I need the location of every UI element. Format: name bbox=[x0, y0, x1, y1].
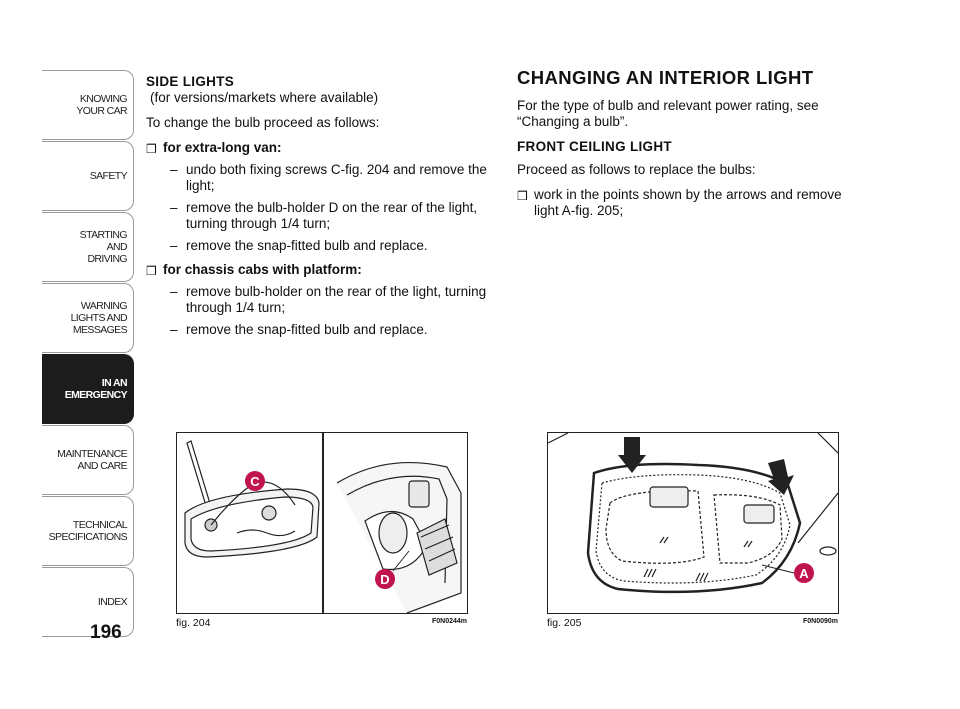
bullet-box-icon: ❒ bbox=[146, 264, 157, 278]
tab-label: TECHNICAL SPECIFICATIONS bbox=[48, 519, 128, 543]
figure-204: C D bbox=[176, 432, 468, 614]
step: –remove bulb-holder on the rear of the l… bbox=[146, 284, 506, 316]
tab-label: INDEX bbox=[97, 596, 128, 608]
step-text: remove the snap-fitted bulb and replace. bbox=[186, 238, 428, 253]
bullet-label: for extra-long van: bbox=[163, 140, 282, 155]
bullet-text: work in the points shown by the arrows a… bbox=[534, 187, 842, 218]
bullet-remove-light: ❒ work in the points shown by the arrows… bbox=[517, 187, 847, 219]
step-text: remove the snap-fitted bulb and replace. bbox=[186, 322, 428, 337]
step-text: undo both fixing screws C-fig. 204 and r… bbox=[186, 162, 487, 193]
figure-205: A bbox=[547, 432, 839, 614]
figure-204-caption: fig. 204 bbox=[176, 617, 211, 629]
tab-starting-and-driving[interactable]: STARTING AND DRIVING bbox=[42, 212, 134, 282]
bullet-box-icon: ❒ bbox=[517, 189, 528, 203]
dash-glyph: – bbox=[170, 238, 178, 253]
proceed-text: Proceed as follows to replace the bulbs: bbox=[517, 162, 756, 177]
tab-in-an-emergency[interactable]: IN AN EMERGENCY bbox=[42, 354, 134, 424]
tab-index[interactable]: INDEX bbox=[42, 567, 134, 637]
step: –remove the bulb-holder D on the rear of… bbox=[146, 200, 506, 232]
step: –remove the snap-fitted bulb and replace… bbox=[146, 238, 506, 254]
bullet-label: for chassis cabs with platform: bbox=[163, 262, 362, 277]
dash-glyph: – bbox=[170, 162, 178, 177]
bullet-extra-long-van: ❒ for extra-long van: bbox=[146, 140, 506, 156]
figure-205-caption: fig. 205 bbox=[547, 617, 582, 629]
tab-label: IN AN EMERGENCY bbox=[64, 377, 128, 401]
tab-maintenance-and-care[interactable]: MAINTENANCE AND CARE bbox=[42, 425, 134, 495]
step: –remove the snap-fitted bulb and replace… bbox=[146, 322, 506, 338]
tab-safety[interactable]: SAFETY bbox=[42, 141, 134, 211]
side-light-illustration: C D bbox=[184, 433, 462, 613]
tab-label: MAINTENANCE AND CARE bbox=[57, 448, 127, 472]
step: –undo both fixing screws C-fig. 204 and … bbox=[146, 162, 506, 194]
step-text: remove bulb-holder on the rear of the li… bbox=[186, 284, 487, 315]
label-c: C bbox=[250, 474, 260, 489]
tab-label: KNOWING YOUR CAR bbox=[76, 93, 127, 117]
figure-204-code: F0N0244m bbox=[432, 618, 468, 625]
bullet-box-icon: ❒ bbox=[146, 142, 157, 156]
dash-glyph: – bbox=[170, 284, 178, 299]
step-text: remove the bulb-holder D on the rear of … bbox=[186, 200, 478, 231]
section-heading: CHANGING AN INTERIOR LIGHT bbox=[517, 67, 814, 88]
label-d: D bbox=[380, 572, 389, 587]
side-lights-subheading: (for versions/markets where available) bbox=[150, 90, 379, 105]
side-lights-heading: SIDE LIGHTS bbox=[146, 74, 235, 89]
dash-glyph: – bbox=[170, 200, 178, 215]
sidebar-tabs: KNOWING YOUR CAR SAFETY STARTING AND DRI… bbox=[42, 70, 134, 638]
page-number: 196 bbox=[90, 622, 122, 643]
ceiling-light-illustration: A bbox=[548, 433, 838, 594]
dash-glyph: – bbox=[170, 322, 178, 337]
side-lights-section: SIDE LIGHTS (for versions/markets where … bbox=[146, 74, 506, 344]
intro-text: To change the bulb proceed as follows: bbox=[146, 115, 380, 130]
tab-label: STARTING AND DRIVING bbox=[79, 229, 128, 265]
tab-label: SAFETY bbox=[89, 170, 128, 182]
bulb-reference-text: For the type of bulb and relevant power … bbox=[517, 98, 819, 129]
tab-knowing-your-car[interactable]: KNOWING YOUR CAR bbox=[42, 70, 134, 140]
figure-205-code: F0N0090m bbox=[803, 618, 839, 625]
bullet-chassis-cabs: ❒ for chassis cabs with platform: bbox=[146, 262, 506, 278]
tab-technical-specifications[interactable]: TECHNICAL SPECIFICATIONS bbox=[42, 496, 134, 566]
interior-light-section: CHANGING AN INTERIOR LIGHT For the type … bbox=[517, 67, 847, 225]
tab-warning-lights[interactable]: WARNING LIGHTS AND MESSAGES bbox=[42, 283, 134, 353]
tab-label: WARNING LIGHTS AND MESSAGES bbox=[70, 300, 128, 336]
label-a: A bbox=[799, 566, 809, 581]
front-ceiling-light-heading: FRONT CEILING LIGHT bbox=[517, 139, 672, 154]
